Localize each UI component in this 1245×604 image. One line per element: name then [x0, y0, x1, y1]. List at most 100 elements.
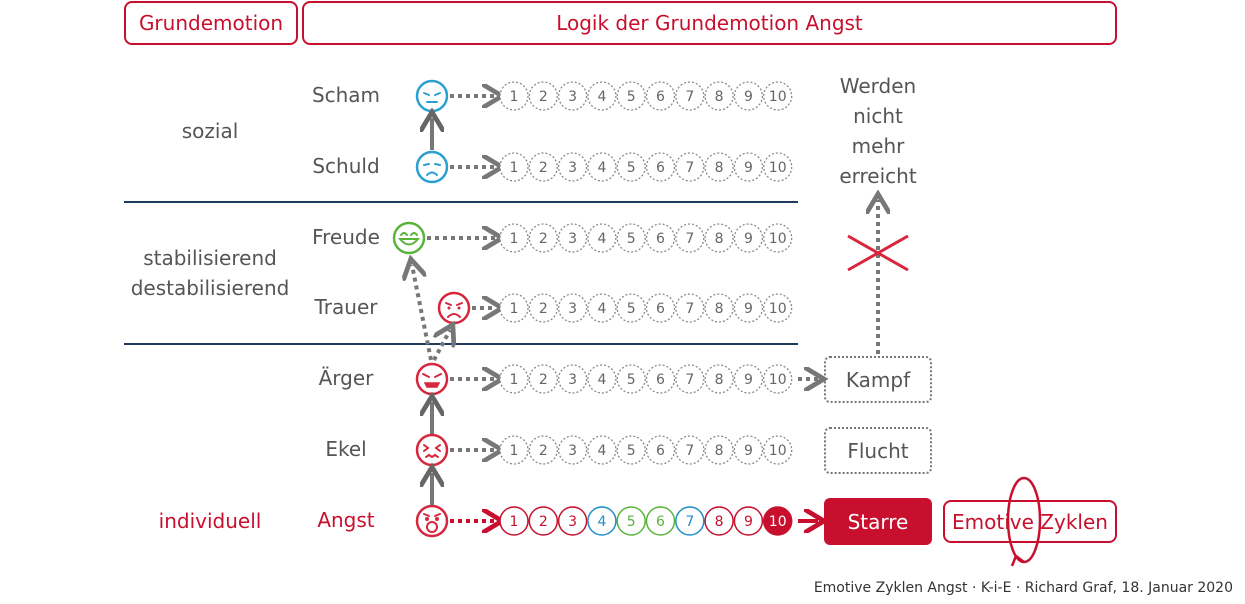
scale-circle: 2	[528, 152, 558, 182]
joy-face-icon	[392, 221, 426, 255]
scale-number: 8	[715, 514, 724, 530]
scale-number: 3	[568, 301, 577, 317]
emotion-label-angst: Angst	[317, 508, 375, 532]
arrow-aerger-to-freude	[412, 265, 433, 361]
scale-circle: 1	[499, 506, 529, 536]
scale-number: 6	[656, 372, 665, 388]
scale-number: 5	[627, 301, 636, 317]
scale-number: 8	[715, 231, 724, 247]
scale-circle: 4	[587, 223, 617, 253]
scale-circle: 10	[763, 364, 793, 394]
scale-number: 2	[539, 514, 548, 530]
note-line-4: erreicht	[839, 164, 917, 188]
scale-number: 5	[627, 231, 636, 247]
scale-circle: 6	[645, 223, 676, 253]
scale-number: 9	[744, 301, 753, 317]
cycle-loop-icon	[1006, 476, 1042, 567]
scale-number: 6	[656, 231, 665, 247]
scale-circle: 2	[528, 506, 559, 536]
scale-circle: 5	[616, 293, 646, 323]
scale-circle: 6	[645, 364, 676, 394]
scale-circle: 9	[733, 293, 764, 323]
scale-number: 7	[685, 231, 694, 247]
scale-number: 4	[597, 443, 606, 459]
scale-number: 9	[744, 89, 753, 105]
scale-circle: 1	[499, 364, 529, 394]
scale-number: 5	[627, 89, 636, 105]
scale-number: 5	[627, 443, 636, 459]
scale-number: 7	[685, 89, 694, 105]
emotive-cycles-box: Emotive Zyklen	[943, 500, 1117, 543]
scale-circle: 3	[557, 364, 588, 394]
category-stabilizing-label: stabilisierend	[143, 246, 277, 270]
scale-circle: 8	[704, 506, 734, 536]
scale-number: 8	[715, 160, 724, 176]
scale-circle: 1	[499, 293, 529, 323]
scale-circle: 5	[616, 81, 646, 111]
scale-number: 9	[744, 514, 753, 530]
scale-number: 9	[744, 160, 753, 176]
scale-circle: 7	[675, 435, 705, 465]
scale-circle: 9	[733, 435, 764, 465]
scale-number: 5	[627, 514, 636, 530]
scale-number: 8	[715, 89, 724, 105]
category-individual: individuell	[158, 509, 262, 533]
scale-circle: 5	[616, 152, 646, 182]
scale-number: 3	[568, 514, 577, 530]
scale-circle: 2	[528, 223, 558, 253]
scale-number: 10	[769, 160, 787, 176]
header-logic: Logik der Grundemotion Angst	[302, 1, 1117, 45]
scale-number: 4	[597, 372, 606, 388]
scale-number: 1	[510, 231, 519, 247]
scale-circle: 6	[645, 293, 676, 323]
scale-number: 10	[769, 372, 787, 388]
scale-number: 5	[627, 160, 636, 176]
scale-circle: 5	[616, 223, 646, 253]
sad-face-icon	[437, 291, 471, 325]
scale-number: 4	[597, 301, 606, 317]
scale-number: 10	[769, 514, 787, 530]
scale-circle: 6	[645, 506, 676, 536]
flucht-box: Flucht	[824, 427, 932, 474]
scale-number: 4	[597, 160, 606, 176]
emotion-label-ekel: Ekel	[325, 437, 367, 461]
footer-credit: Emotive Zyklen Angst · K-i-E · Richard G…	[813, 580, 1233, 596]
emotion-label-scham: Scham	[311, 83, 381, 107]
category-social: sozial	[181, 119, 239, 143]
scale-number: 10	[769, 301, 787, 317]
scale-number: 8	[715, 301, 724, 317]
scale-circle: 8	[704, 364, 734, 394]
shame-face-icon	[415, 79, 449, 113]
scale-number: 9	[744, 231, 753, 247]
scale-circle: 7	[675, 506, 705, 536]
scale-circle: 4	[587, 81, 617, 111]
starre-box: Starre	[824, 498, 932, 545]
scale-circle: 8	[704, 81, 734, 111]
scale-number: 2	[539, 372, 548, 388]
scale-number: 8	[715, 443, 724, 459]
scale-number: 6	[656, 89, 665, 105]
scale-circle: 3	[557, 81, 588, 111]
scale-number: 1	[510, 514, 519, 530]
scale-circle: 9	[733, 364, 764, 394]
scale-number: 2	[539, 301, 548, 317]
scale-circle: 6	[645, 81, 676, 111]
scale-circle: 4	[587, 364, 617, 394]
scale-circle: 8	[704, 435, 734, 465]
note-line-3: mehr	[851, 134, 905, 158]
scale-number: 5	[627, 372, 636, 388]
kampf-box: Kampf	[824, 356, 932, 403]
emotion-label-schuld: Schuld	[312, 154, 380, 178]
scale-circle: 10	[762, 506, 793, 536]
scale-circle: 5	[616, 364, 646, 394]
scale-circle: 3	[557, 223, 588, 253]
scale-circle: 7	[675, 364, 705, 394]
scale-circle: 4	[587, 152, 617, 182]
guilt-face-icon	[415, 150, 449, 184]
scale-circle: 9	[733, 223, 764, 253]
scale-circle: 7	[675, 223, 705, 253]
scale-number: 2	[539, 89, 548, 105]
scale-number: 1	[510, 160, 519, 176]
scale-number: 10	[769, 231, 787, 247]
